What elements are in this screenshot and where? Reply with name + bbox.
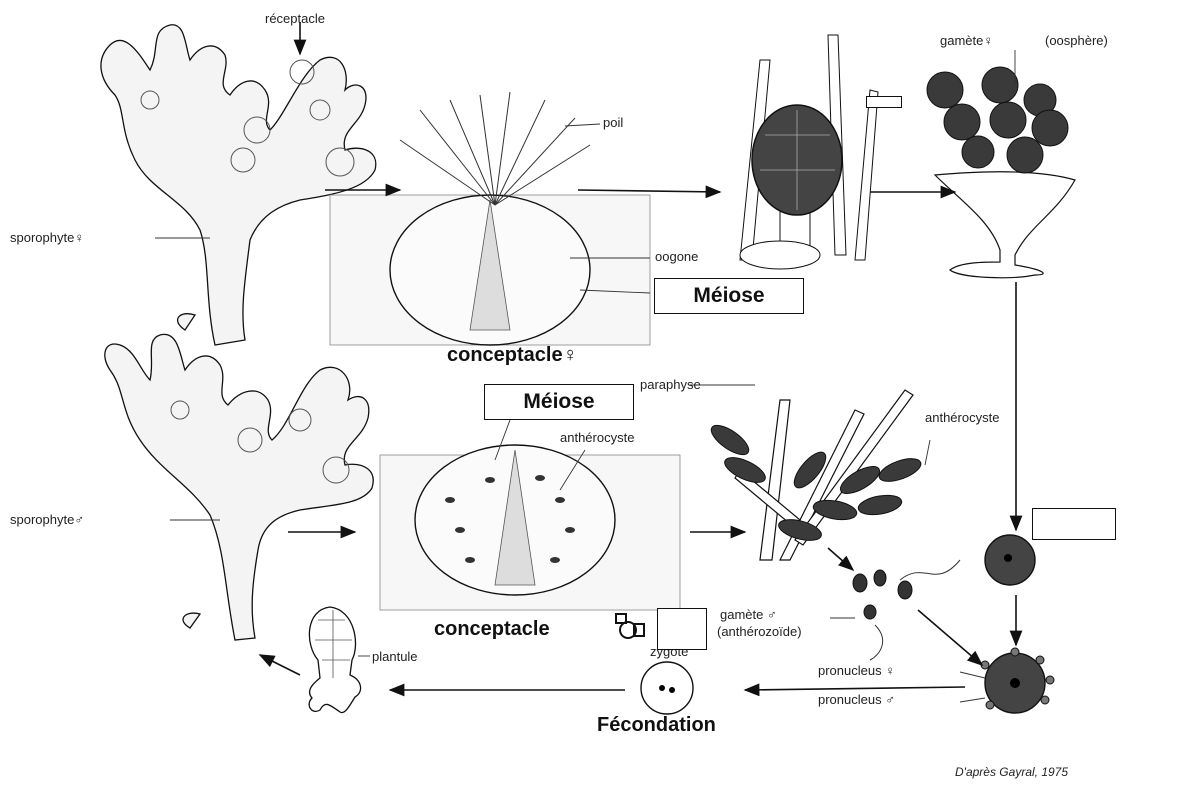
zygote-drawing <box>641 662 693 714</box>
label-plantule: plantule <box>372 649 418 664</box>
male-conceptacle-drawing <box>380 445 680 610</box>
fertilization-egg-drawing <box>981 648 1054 713</box>
label-pronucleus-female: pronucleus ♀ <box>818 663 895 678</box>
label-paraphyse: paraphyse <box>640 377 701 392</box>
label-sporophyte-female: sporophyte♀ <box>10 230 84 245</box>
meiose-box-top: Méiose <box>654 278 804 314</box>
label-antherozoide: (anthérozoïde) <box>717 624 802 639</box>
egg-cell-drawing <box>985 535 1035 585</box>
label-gamete-female: gamète♀ <box>940 33 993 48</box>
released-oospheres-drawing <box>927 67 1075 278</box>
label-conceptacle-female: conceptacle♀ <box>447 344 578 367</box>
meiose-box-bottom: Méiose <box>484 384 634 420</box>
male-sporophyte-drawing <box>105 334 373 640</box>
label-fecondation: Fécondation <box>597 714 716 737</box>
antheridial-branch-drawing <box>707 390 924 560</box>
source-credit: D'après Gayral, 1975 <box>955 765 1068 779</box>
label-oogone: oogone <box>655 249 698 264</box>
label-antherocyste-mid: anthérocyste <box>560 430 634 445</box>
label-gamete-male: gamète ♂ <box>720 607 777 622</box>
label-sporophyte-male: sporophyte♂ <box>10 512 84 527</box>
male-symbol-icon <box>606 612 654 640</box>
female-conceptacle-drawing <box>330 92 650 345</box>
antherozoids-drawing <box>853 560 960 660</box>
label-conceptacle-male: conceptacle <box>434 618 550 641</box>
blank-box-egg[interactable] <box>1032 508 1116 540</box>
label-oosphere: (oosphère) <box>1045 33 1108 48</box>
blank-box-oogonium[interactable] <box>866 96 902 108</box>
label-poil: poil <box>603 115 623 130</box>
oogonium-drawing <box>740 35 878 269</box>
blank-box-conceptacle-male[interactable] <box>657 608 707 650</box>
label-receptacle: réceptacle <box>265 11 325 26</box>
label-antherocyste-right: anthérocyste <box>925 410 999 425</box>
label-pronucleus-male: pronucleus ♂ <box>818 692 895 707</box>
plantule-drawing <box>309 607 360 713</box>
